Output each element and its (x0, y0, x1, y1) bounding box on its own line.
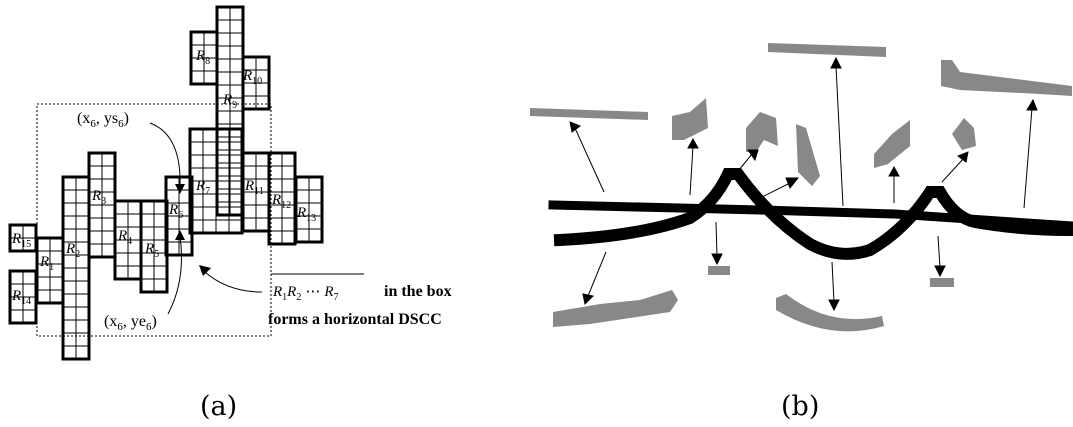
run-label-r15: R15 (11, 231, 31, 250)
sequence-arrow (204, 271, 263, 293)
bottom-point-label: (x6, ye6) (104, 313, 157, 333)
run-label-r7: R7 (195, 178, 210, 197)
note-line-1: in the box (384, 283, 452, 300)
arrow-head (582, 293, 595, 306)
top-point-arrow (149, 122, 181, 189)
run-labels: R15 R1 R14 R2 R3 R4 R5 R6 R7 R8 R9 R10 R… (11, 48, 316, 307)
arrow-line (937, 235, 941, 269)
arrow-line (715, 221, 718, 257)
panel-b: (b) (530, 43, 1073, 422)
gray-fragment-small-5 (952, 118, 976, 150)
gray-fragment-left-bar (530, 108, 648, 120)
run-block-r10 (241, 55, 271, 111)
gray-fragment-top-bar (768, 43, 886, 57)
run-block-r2 (61, 175, 91, 361)
gray-fragment-small-1 (672, 98, 708, 140)
mapping-arrows (569, 56, 1038, 312)
gray-fragment-small-3 (796, 124, 820, 186)
sequence-arrowhead (199, 265, 211, 276)
arrow-head (934, 265, 946, 278)
arrow-line (587, 251, 607, 297)
run-label-r8: R8 (195, 48, 210, 67)
panel-a: R15 R1 R14 R2 R3 R4 R5 R6 R7 R8 R9 R10 R… (8, 5, 452, 422)
run-label-r14: R14 (11, 288, 31, 307)
gray-fragment-bottom-left (553, 290, 678, 327)
caption-b: (b) (781, 391, 819, 422)
run-label-r3: R3 (91, 188, 106, 207)
arrow-line (941, 157, 965, 183)
arrow-head (785, 177, 800, 189)
run-block-r13 (294, 175, 324, 244)
dotted-bounding-box (36, 103, 272, 337)
note-line-2: forms a horizontal DSCC (268, 311, 442, 328)
arrow-head (687, 137, 699, 149)
gray-fragment-dash-1 (708, 266, 730, 275)
arrow-line (831, 261, 835, 303)
run-block-r9 (215, 5, 245, 217)
black-strokes (548, 168, 1073, 260)
run-label-r4: R4 (117, 228, 132, 247)
gray-fragments (530, 43, 1072, 332)
arrow-head (888, 165, 900, 177)
run-label-r2: R2 (65, 241, 80, 260)
run-label-r5: R5 (144, 241, 159, 260)
top-point-arrowhead (175, 184, 185, 194)
arrow-line (573, 125, 605, 193)
sequence-label: R1R2⋯R7 (272, 284, 339, 303)
arrow-head (828, 299, 840, 312)
arrow-head (747, 149, 759, 162)
run-label-r13: R13 (296, 205, 316, 224)
gray-fragment-right-bar (941, 60, 1072, 96)
gray-fragment-bottom-arc (776, 294, 884, 332)
run-label-r11: R11 (244, 178, 264, 197)
arrow-head (569, 121, 582, 133)
arrow-line (738, 153, 753, 171)
run-label-r12: R12 (271, 192, 291, 211)
run-label-r6: R6 (168, 202, 183, 221)
run-outlines (8, 5, 324, 361)
run-label-r10: R10 (242, 68, 262, 87)
arrow-line (835, 65, 844, 207)
caption-a: (a) (200, 391, 237, 422)
arrow-line (1023, 107, 1033, 209)
arrow-head (1026, 98, 1038, 111)
gray-fragment-dash-2 (930, 278, 954, 287)
arrow-head (830, 56, 842, 69)
run-cell-grid (10, 7, 322, 359)
run-label-r9: R9 (222, 92, 237, 111)
arrow-line (755, 181, 793, 201)
run-label-r1: R1 (39, 254, 54, 273)
arrow-line (689, 145, 694, 196)
arrow-head (956, 151, 969, 163)
black-wavy-curve (553, 168, 1073, 260)
gray-fragment-small-4 (874, 120, 910, 168)
bottom-point-arrowhead (175, 230, 185, 240)
run-block-r6 (164, 175, 194, 257)
top-point-label: (x6, ys6) (77, 110, 129, 130)
gray-fragment-small-2 (746, 112, 778, 152)
bottom-point-arrow (167, 235, 182, 315)
arrow-head (711, 253, 723, 266)
run-block-r8 (189, 30, 219, 86)
